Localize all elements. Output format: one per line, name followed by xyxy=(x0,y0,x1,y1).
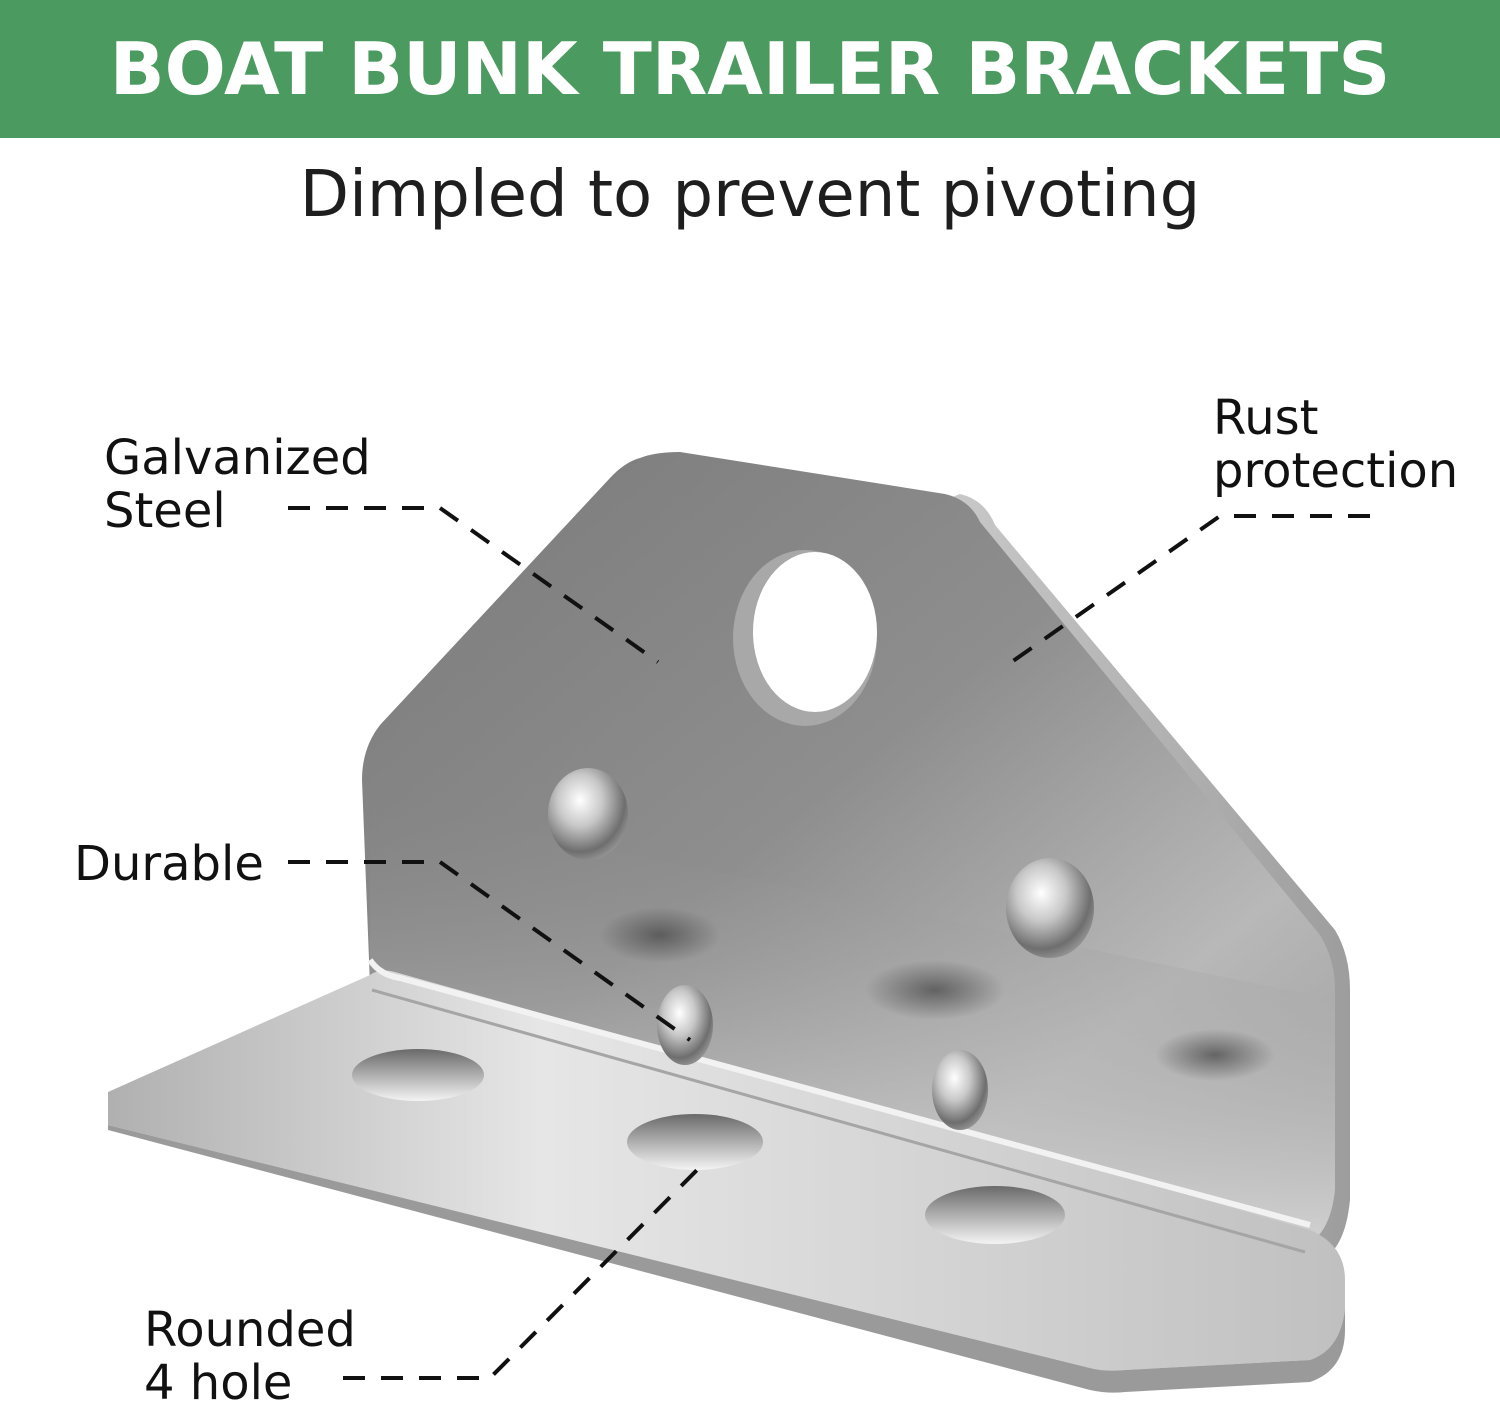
leader-line-rust xyxy=(1001,514,1370,670)
callout-label: protection xyxy=(1213,443,1459,499)
leader-line-rounded xyxy=(343,1160,707,1380)
base-hole xyxy=(352,1049,484,1101)
callout-label: Durable xyxy=(74,836,264,892)
callout-label: Galvanized xyxy=(104,430,371,486)
callout-durable: Durable xyxy=(74,838,264,891)
subtitle: Dimpled to prevent pivoting xyxy=(299,158,1201,232)
leader-line-galvanized xyxy=(288,506,660,664)
callout-rust-protection: Rust protection xyxy=(1213,392,1458,498)
title-banner: BOAT BUNK TRAILER BRACKETS xyxy=(0,0,1500,138)
dimple xyxy=(548,768,628,860)
page-title: BOAT BUNK TRAILER BRACKETS xyxy=(109,27,1391,111)
callout-galvanized-steel: Galvanized Steel xyxy=(104,432,371,538)
dimple xyxy=(932,1050,988,1130)
base-hole xyxy=(925,1186,1065,1244)
callout-label: Rust xyxy=(1213,390,1319,446)
leader-line-durable xyxy=(288,860,692,1042)
base-hole xyxy=(627,1114,763,1170)
dimple xyxy=(1006,858,1094,958)
callout-rounded-4-hole: Rounded 4 hole xyxy=(144,1304,356,1410)
dimple xyxy=(657,985,713,1065)
callout-label: Steel xyxy=(104,483,226,539)
callout-label: Rounded xyxy=(144,1302,356,1358)
callout-label: 4 hole xyxy=(144,1355,293,1411)
